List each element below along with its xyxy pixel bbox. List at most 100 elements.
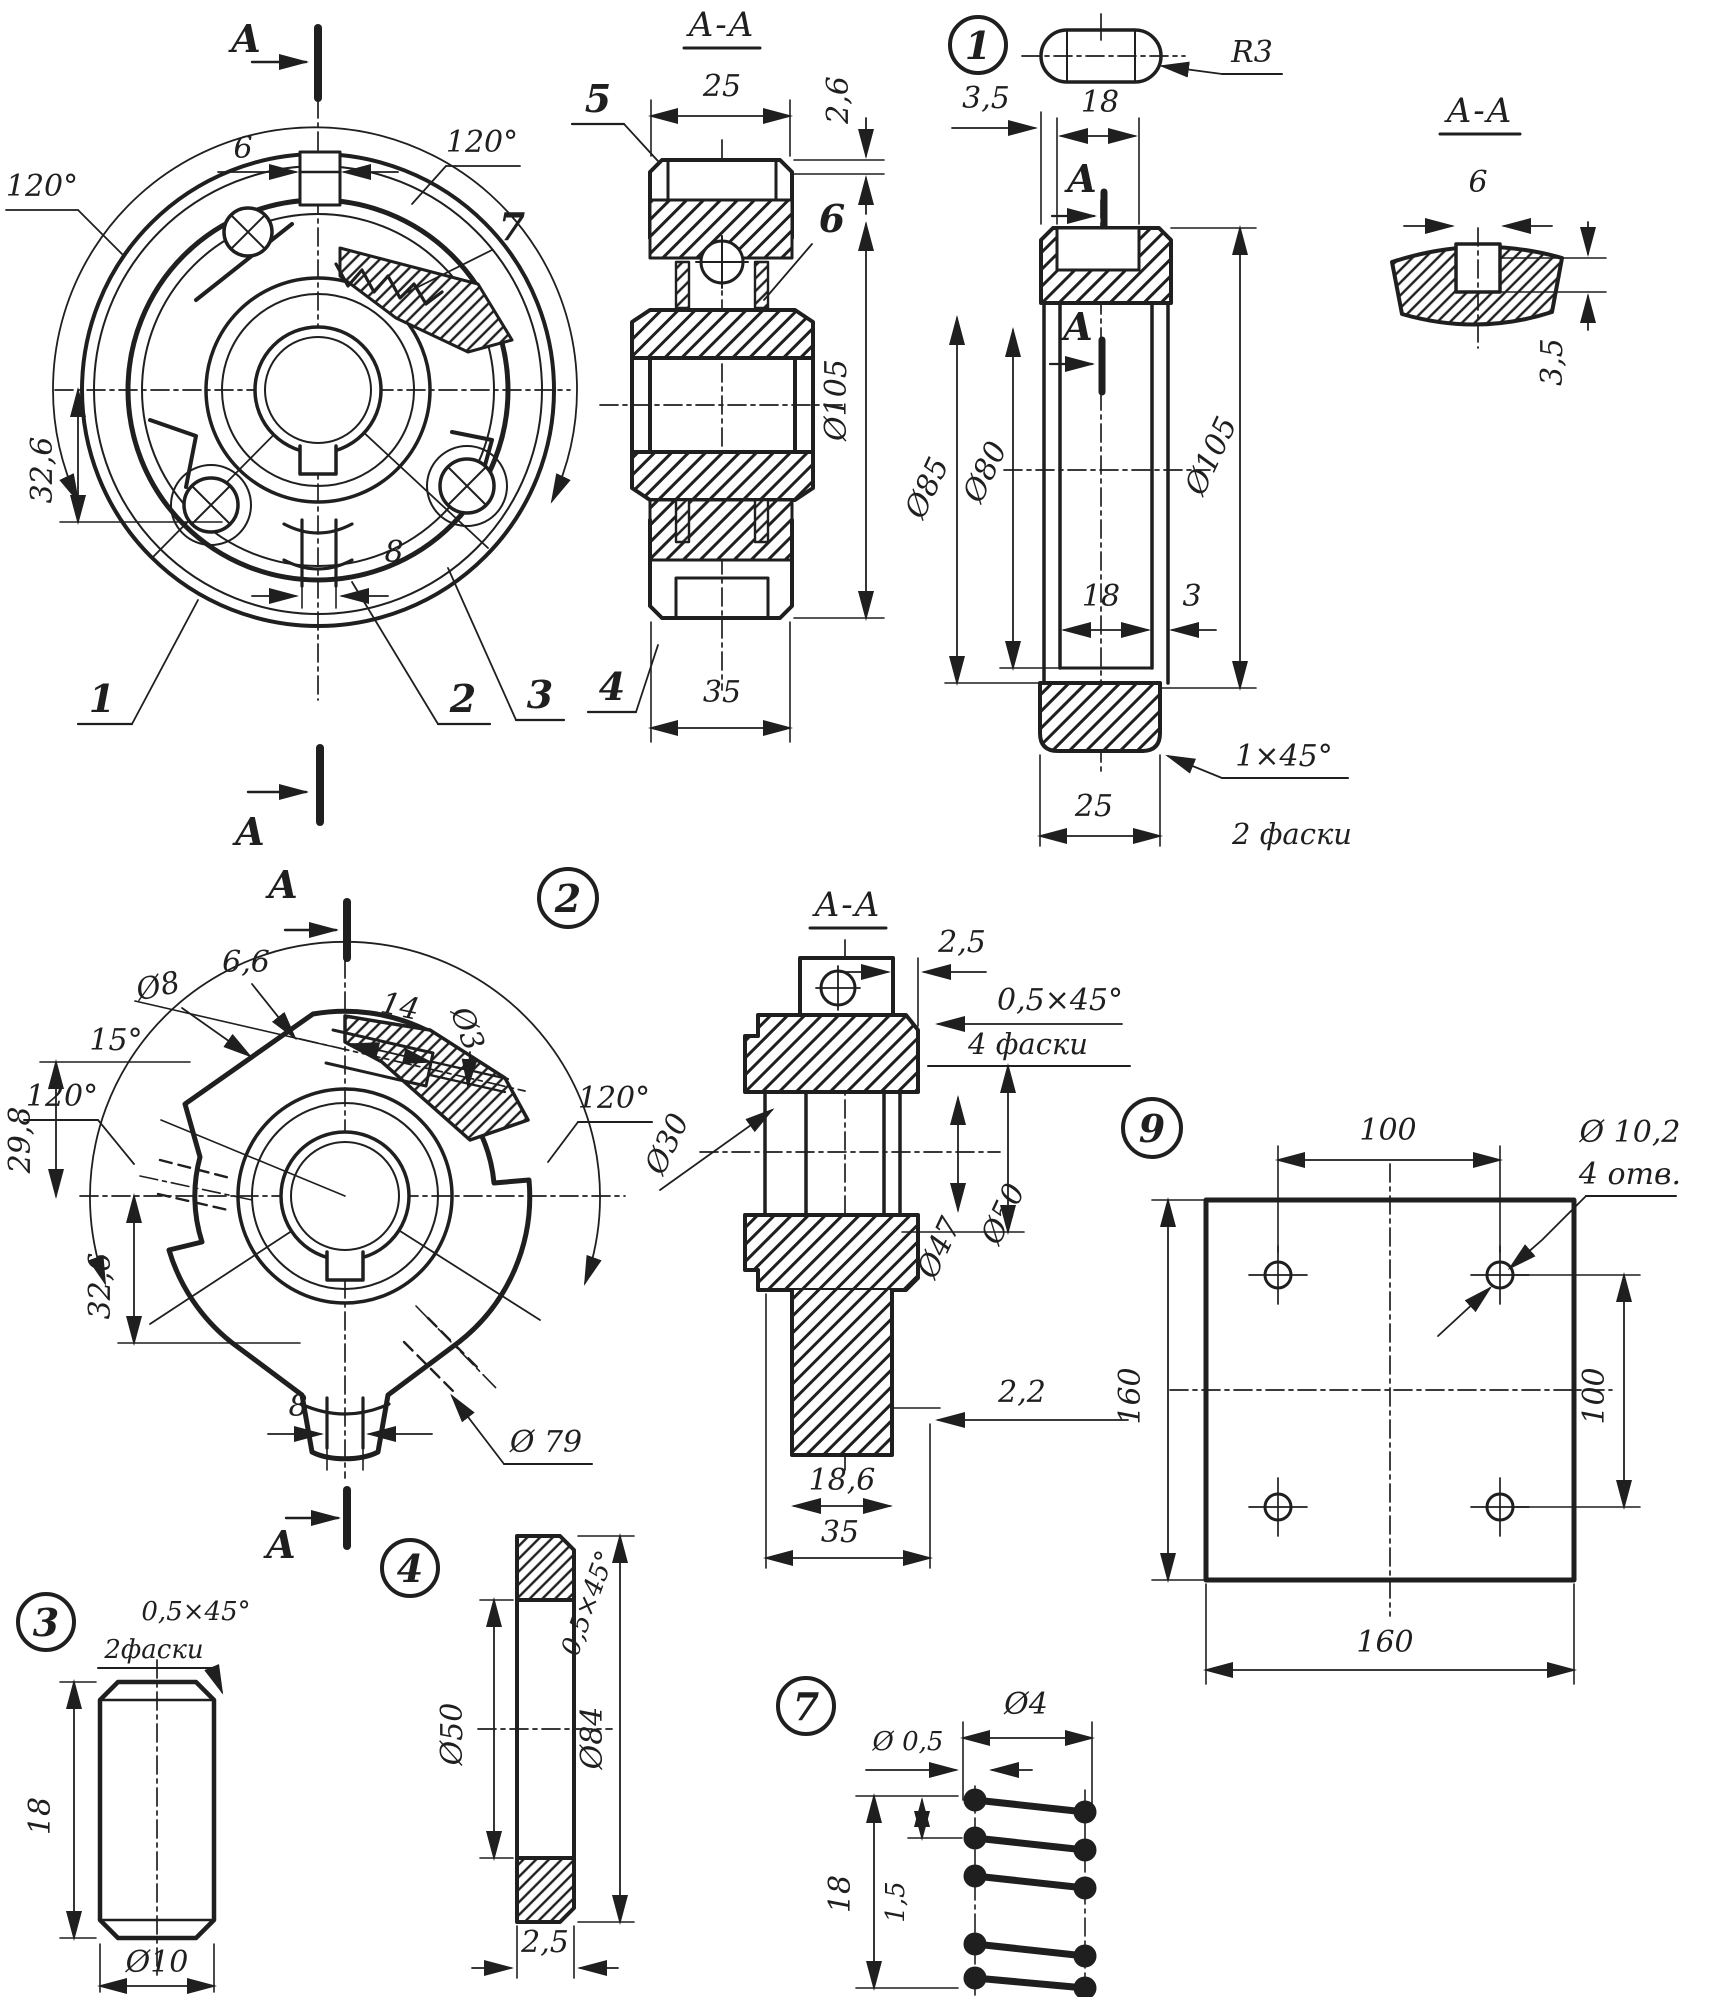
keyway [325,1250,365,1282]
part-badge-circle [948,15,1008,75]
section-title: A-A [686,5,756,45]
leader-arrow2 [1437,1285,1493,1337]
leader [659,1108,775,1191]
cylinder [763,1090,902,1217]
leader [251,983,297,1041]
leader [131,599,199,725]
cap-hatch-bottom [648,498,794,562]
flange-slot [1055,226,1141,272]
dim-hole: Ø8 [132,965,183,1009]
leader [204,1664,224,1695]
key-slot [298,150,342,207]
tab-bottom [790,1288,894,1457]
dim-side-bottom: 160 [1356,1625,1413,1660]
fork-slot [299,1396,391,1450]
dim-radial: 32,6 [25,437,60,504]
cap-bottom-slot [674,576,770,620]
part-badge: 3 [33,1600,59,1645]
part-badge-circle [16,1592,76,1652]
hole-cross [1248,1477,1308,1537]
section-top: A-A 25 2,6 Ø105 35 6 [599,5,885,743]
seal-right-b [753,498,770,544]
dim-d85: Ø85 [898,452,957,525]
part7-view: 7 Ø4 Ø 0,5 18 1,5 [776,1676,1097,1997]
dim-length: 18 [823,1875,858,1913]
ref-screw: 6 [819,196,845,241]
hole-count: 4 отв. [1578,1157,1681,1192]
ref-spring: 7 [499,204,525,249]
part-badge-circle [1121,1097,1183,1159]
part-badge-circle [537,867,599,929]
dim-dia: Ø10 [125,1945,189,1980]
dim-width: 25 [702,69,741,104]
dim-32-6: 32,6 [83,1253,118,1320]
keyway [298,444,338,476]
part-badge: 9 [1139,1106,1165,1151]
part-badge: 7 [793,1684,819,1729]
dim-keyway: 8 [288,1389,307,1424]
dim-outer: Ø84 [575,1707,610,1771]
section-letter-top: A [265,862,297,907]
leader [461,1051,478,1089]
section-letter: A [1060,304,1092,349]
part-badge: 1 [965,23,991,68]
dim-slot-width: 6 [233,131,252,166]
leader [1159,61,1223,78]
spring-coils [963,1788,1097,1997]
part-badge-circle [776,1676,836,1736]
dim-29-8: 29,8 [3,1107,38,1175]
leader [407,249,493,293]
wall-left [1042,301,1062,685]
bottom-cap [1038,681,1162,753]
dim-d50: Ø50 [974,1178,1033,1251]
dim-wall: 18 [1082,579,1120,614]
flange-bottom [743,1213,920,1292]
part3-view: 3 0,5×45° 2фаски 18 Ø10 [16,1592,251,1994]
leader [181,1007,253,1058]
assembly-front-view: A A 6 120° 120° 32,6 8 7 1 2 3 4 5 [5,16,669,854]
seal-right [753,260,770,310]
leader [763,243,813,301]
pawl-hatched [338,246,514,354]
dim-angle-hole: 15° [89,1023,142,1058]
bore-inner-circle [264,336,372,444]
dim-angle-right: 120° [446,125,518,160]
dim-offset: 3,5 [962,81,1010,116]
dim-width: 25 [1074,789,1113,824]
ref-pin: 3 [527,672,553,717]
dim-step: 2,2 [997,1375,1046,1410]
part9-view: 9 100 Ø 10,2 4 отв. 160 100 160 [1113,1097,1681,1685]
bore-circle [253,325,383,455]
dim-side-left: 160 [1113,1367,1148,1424]
dim-d80: Ø80 [956,436,1015,509]
leader [77,209,123,255]
cam-chord [194,222,294,302]
washer-hatch-top [515,1534,576,1602]
dim-pitch-top: 100 [1359,1113,1416,1148]
hidden-hole-bottom [402,1316,480,1394]
section-letter-bottom: A [263,1522,295,1567]
chamfer: 0,5×45° [997,983,1123,1018]
leader [635,644,659,713]
chamfer-note: 2фаски [103,1635,203,1665]
cap-slot [666,158,778,202]
part-badge: 4 [397,1546,423,1591]
part1-section-view: A-A 6 3,5 [1390,91,1607,386]
dim-wire: Ø 0,5 [872,1727,944,1757]
dim-thickness: 2,5 [520,1925,569,1960]
hidden-hole-left [156,1158,232,1212]
dim-slot-depth: 3,5 [1535,338,1570,386]
cap-bottom-outline [648,518,794,620]
dim-slot: 18 [1081,85,1119,120]
chamfer-note: 2 фаски [1231,817,1352,851]
hole-axis [299,1038,526,1092]
dim-angle-left: 120° [6,169,78,204]
leader [547,1121,579,1163]
wall-right [1150,301,1170,685]
leader [450,1393,505,1465]
hidden-hole-axis [139,1175,253,1201]
section-letter-bottom: A [232,809,264,854]
dim-rim: 3 [1182,579,1201,614]
